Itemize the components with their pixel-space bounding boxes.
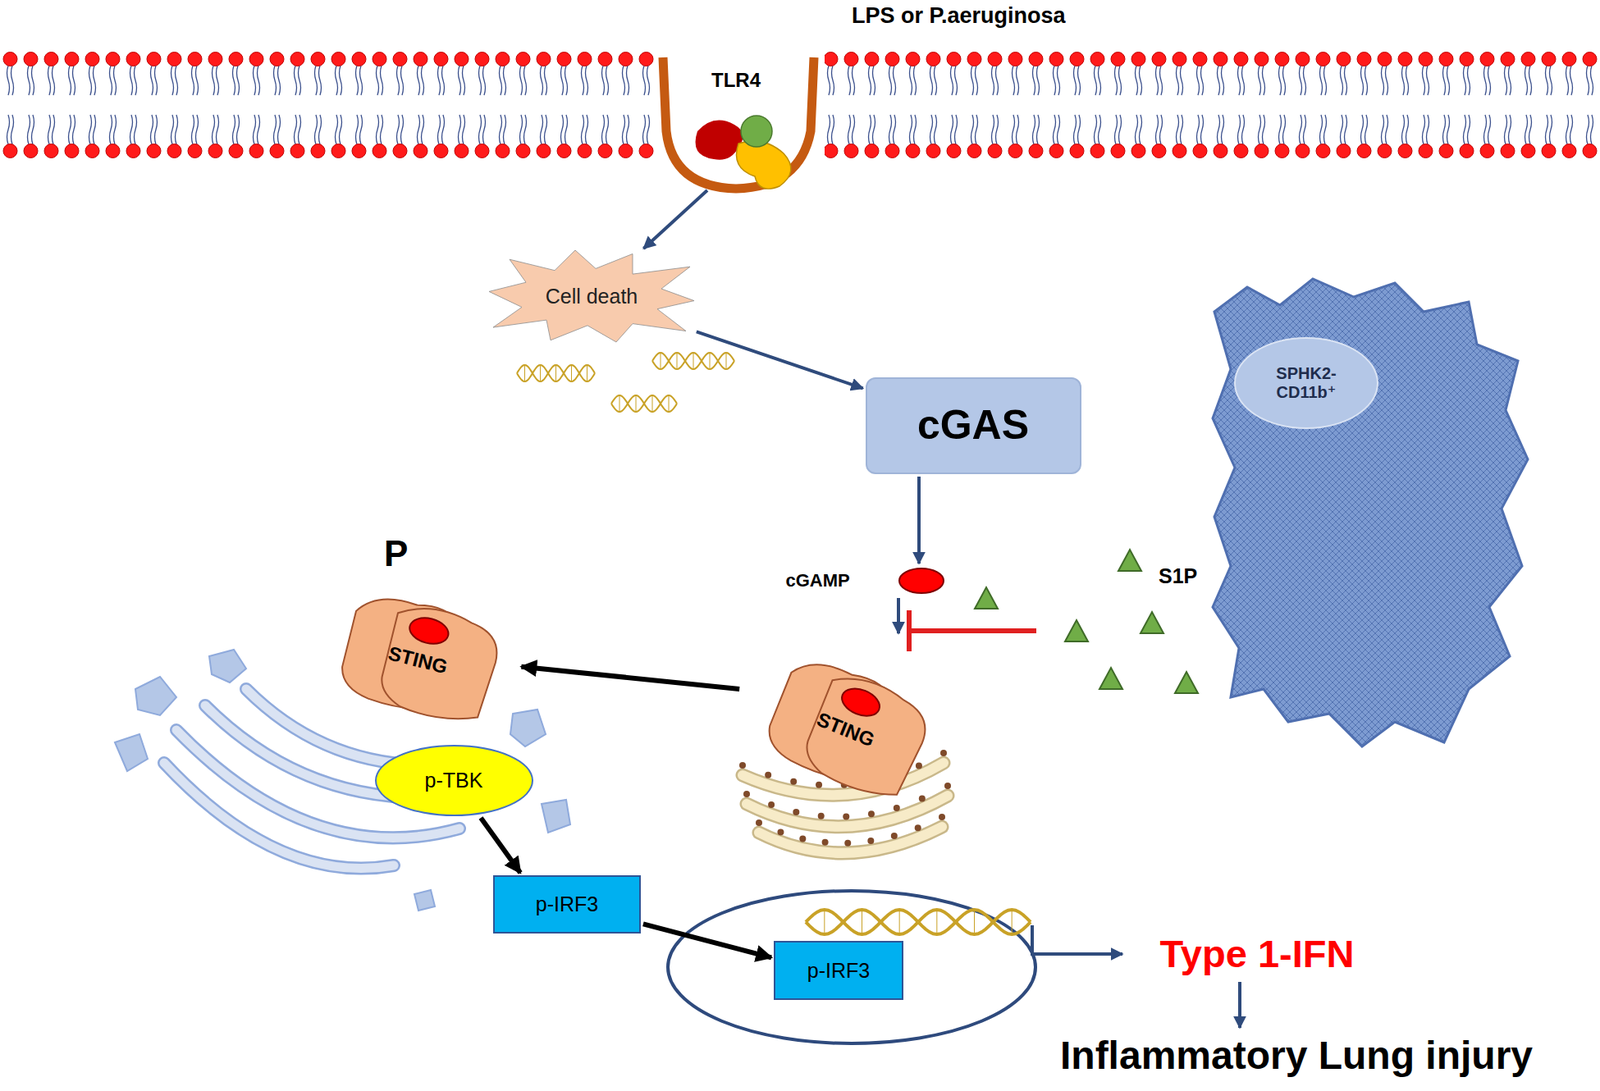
process-box: cGAS: [865, 377, 1082, 475]
cell-death-burst: Cell death: [489, 250, 695, 343]
arrow-connector: [521, 667, 740, 690]
outcome-text: Type 1-IFN: [1129, 928, 1385, 980]
arrow-connector: [480, 818, 521, 874]
node-text: p-IRF3: [535, 892, 599, 917]
arrow-connector: [643, 923, 772, 958]
outcome-text: Inflammatory Lung injury: [1001, 1030, 1592, 1082]
second-messenger: cGAMP: [786, 566, 947, 596]
node-text: SPHK2- CD11b⁺: [1255, 364, 1358, 403]
arrow-connector: [696, 331, 864, 389]
node-text: p-IRF3: [807, 959, 870, 983]
dna-strand: [516, 365, 595, 382]
cell-nucleus: SPHK2- CD11b⁺: [1234, 337, 1379, 430]
kinase-ellipse: p-TBK: [374, 745, 534, 817]
receptor: TLR4: [653, 60, 819, 189]
arrow-connector: [896, 598, 901, 634]
node-text: p-TBK: [425, 768, 484, 793]
dna-strand: [652, 352, 735, 370]
protein-shape: STING: [318, 575, 520, 738]
stimulus-label: LPS or P.aeruginosa: [851, 3, 1066, 29]
dna-strand: [611, 395, 677, 412]
node-text: Inflammatory Lung injury: [1060, 1033, 1533, 1079]
node-text: Type 1-IFN: [1160, 932, 1355, 977]
node-text: cGAS: [917, 402, 1029, 450]
dna-strand: [516, 365, 595, 382]
dna-strand: [611, 395, 677, 412]
factor-box: p-IRF3: [773, 941, 904, 1001]
dna-strand: [805, 909, 1031, 935]
arrow-connector: [1238, 982, 1242, 1029]
arrow-connector: [917, 476, 921, 564]
dna-strand: [652, 352, 735, 370]
molecule-label: S1P: [1158, 564, 1198, 589]
node-text: TLR4: [711, 68, 761, 92]
factor-box: p-IRF3: [493, 875, 641, 934]
node-text: cGAMP: [786, 570, 851, 591]
phospho-label: P: [384, 533, 408, 575]
arrow-connector: [643, 190, 708, 249]
node-text: Cell death: [545, 284, 639, 309]
dna-strand: [805, 909, 1031, 935]
